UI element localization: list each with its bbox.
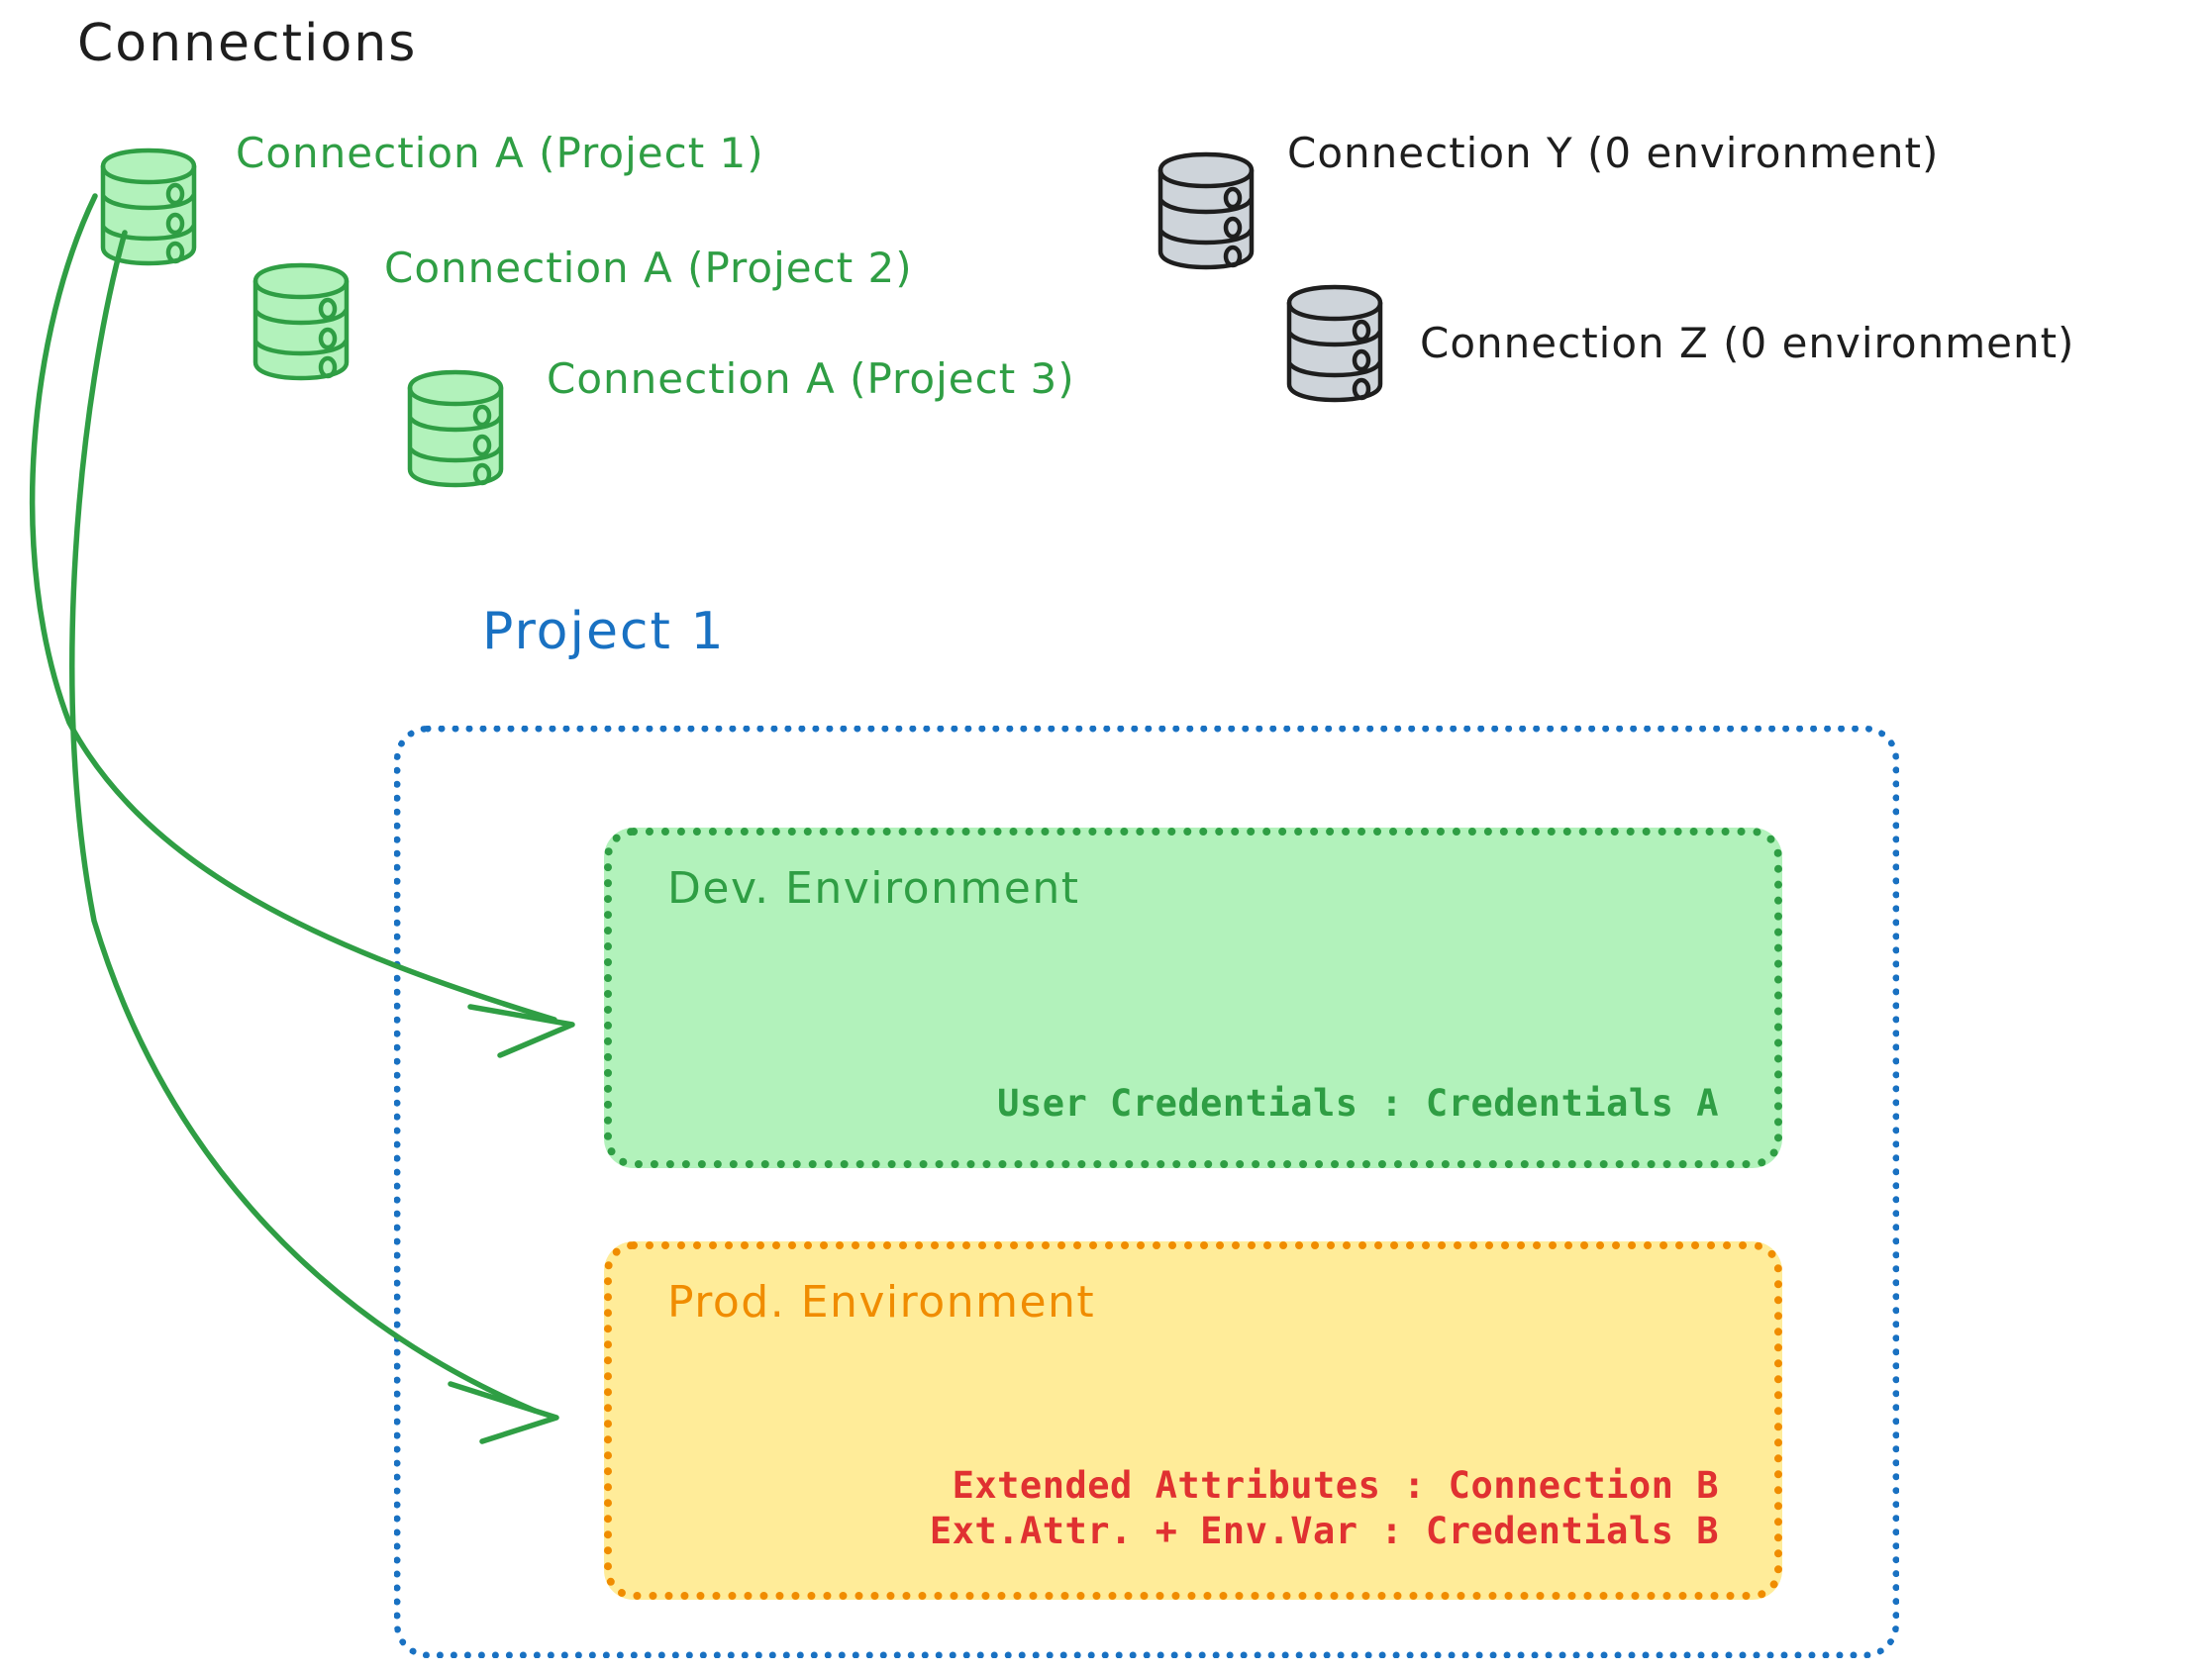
prod-environment-line-2: Ext.Attr. + Env.Var : Credentials B: [929, 1509, 1719, 1552]
prod-environment-box: Prod. Environment Extended Attributes : …: [604, 1241, 1782, 1600]
dev-environment-title: Dev. Environment: [667, 863, 1080, 914]
connection-label-a-project-3: Connection A (Project 3): [547, 354, 1075, 403]
dev-environment-details: User Credentials : Credentials A: [997, 1081, 1719, 1127]
connection-label-a-project-2: Connection A (Project 2): [384, 244, 913, 292]
dev-environment-box: Dev. Environment User Credentials : Cred…: [604, 828, 1782, 1168]
connections-heading: Connections: [77, 14, 418, 73]
project-heading: Project 1: [482, 602, 726, 661]
database-icon-connection-z: [1283, 283, 1386, 404]
prod-environment-title: Prod. Environment: [667, 1277, 1096, 1328]
prod-environment-line-1: Extended Attributes : Connection B: [952, 1463, 1719, 1507]
dev-environment-line-1: User Credentials : Credentials A: [997, 1081, 1719, 1125]
database-icon-connection-y: [1155, 150, 1257, 271]
connection-label-a-project-1: Connection A (Project 1): [236, 129, 764, 177]
prod-environment-details: Extended Attributes : Connection B Ext.A…: [930, 1463, 1719, 1555]
database-icon-connection-a-project-1: [97, 147, 200, 267]
connection-label-z: Connection Z (0 environment): [1420, 319, 2075, 367]
database-icon-connection-a-project-2: [250, 261, 352, 382]
connection-label-y: Connection Y (0 environment): [1287, 129, 1940, 177]
database-icon-connection-a-project-3: [404, 368, 507, 489]
